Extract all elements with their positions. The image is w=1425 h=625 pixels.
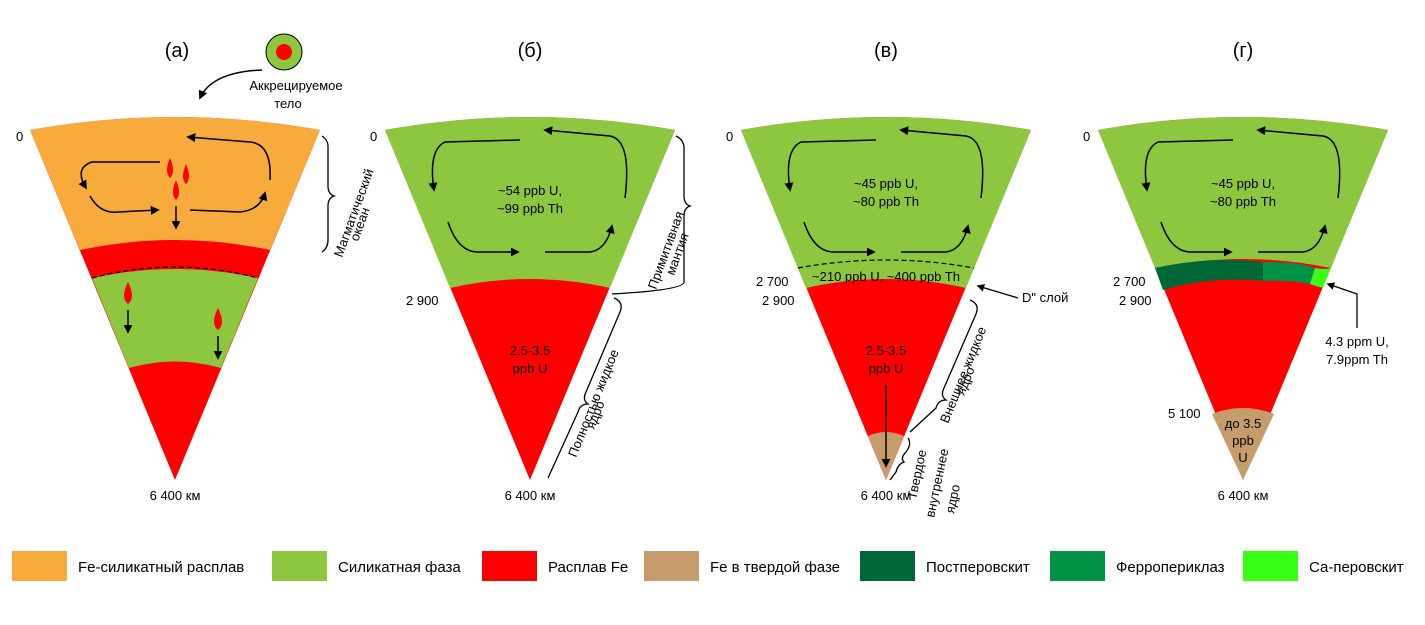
legend-swatch-fe-silicate-melt [12, 551, 67, 581]
inner-core-text-3: U [1238, 450, 1247, 465]
outer-core-bracket [909, 299, 978, 433]
convection-arrow [901, 224, 971, 253]
legend-swatch-silicate-phase [272, 551, 327, 581]
fe-droplet [124, 282, 132, 304]
fe-droplet [183, 164, 189, 184]
accreting-body-label-2: тело [274, 96, 302, 111]
panel-b-title: (б) [518, 40, 543, 62]
legend-swatch-solid-fe [644, 551, 699, 581]
panel-d-title: (г) [1233, 40, 1254, 62]
depth-6400: 6 400 км [861, 488, 912, 503]
mantle-text-2: ~99 ppb Th [497, 201, 563, 216]
convection-arrow [1160, 221, 1233, 257]
dashed-boundary [91, 266, 259, 279]
convection-arrow [1258, 224, 1328, 253]
convection-arrow [784, 139, 877, 192]
mantle-bracket [611, 135, 693, 295]
convection-arrow [803, 221, 876, 257]
convection-arrow [186, 133, 271, 181]
depth-2900: 2 900 [406, 293, 439, 308]
callout-text-1: 4.3 ppm U, [1325, 334, 1389, 349]
legend-label-fe-melt: Расплав Fe [548, 559, 628, 576]
convection-arrow [1141, 139, 1234, 192]
panel-a: (а) Аккрецируемое тело Магматический оке… [16, 33, 377, 503]
panel-a-title: (а) [165, 40, 189, 62]
legend-swatch-ferropericlase [1050, 551, 1105, 581]
legend: Fe-силикатный расплав Силикатная фаза Ра… [12, 551, 1404, 581]
depth-6400: 6 400 км [505, 488, 556, 503]
mantle-text-2: ~80 ppb Th [853, 194, 919, 209]
inner-core-bracket [889, 437, 911, 481]
magma-ocean-bracket [321, 135, 337, 253]
core-text-1: 2.5-3.5 [866, 343, 906, 358]
panel-d: (г) ~45 ppb U, ~80 ppb Th до 3.5 ppb U 4… [1083, 40, 1389, 503]
depth-0: 0 [1083, 129, 1090, 144]
legend-swatch-post-perovskite [860, 551, 915, 581]
legend-label-fe-silicate-melt: Fe-силикатный расплав [78, 559, 244, 576]
d-layer-text: ~210 ppb U, ~400 ppb Th [812, 269, 960, 284]
depth-0: 0 [16, 129, 23, 144]
fe-droplet [167, 158, 173, 178]
convection-arrow [78, 161, 160, 190]
core-bracket [547, 297, 622, 479]
depth-2700: 2 700 [756, 274, 789, 289]
mantle-layer [1098, 117, 1388, 268]
panel-c-title: (в) [874, 40, 898, 62]
silicate-layer [92, 269, 258, 368]
convection-arrow [545, 224, 615, 253]
d-layer-label: D" слой [1022, 290, 1068, 305]
convection-arrow [189, 191, 268, 213]
inner-core-text-2: ppb [1232, 433, 1254, 448]
convection-arrow [447, 221, 520, 257]
accreting-body-core [276, 44, 292, 60]
mantle-text-1: ~45 ppb U, [1211, 176, 1275, 191]
d-layer-boundary [797, 259, 975, 269]
fe-droplet [214, 308, 222, 330]
d-layer-pointer [976, 284, 1019, 299]
convection-arrow [899, 126, 984, 199]
depth-2900: 2 900 [1119, 293, 1152, 308]
panel-c: (в) ~45 ppb U, ~80 ppb Th ~210 ppb U, ~4… [726, 40, 1068, 519]
ferropericlase-layer [1263, 262, 1315, 284]
legend-swatch-ca-perovskite [1243, 551, 1298, 581]
legend-label-ca-perovskite: Са-перовскит [1309, 559, 1404, 576]
mantle-text-2: ~80 ppb Th [1210, 194, 1276, 209]
legend-label-silicate-phase: Силикатная фаза [338, 559, 461, 576]
mantle-text-1: ~54 ppb U, [498, 183, 562, 198]
inner-core-text-1: до 3.5 [1225, 416, 1262, 431]
fe-droplet [173, 180, 179, 200]
depth-2700: 2 700 [1113, 274, 1146, 289]
convection-arrow [543, 126, 628, 199]
legend-swatch-fe-melt [482, 551, 537, 581]
depth-6400: 6 400 км [150, 488, 201, 503]
post-perovskite-layer [1155, 260, 1263, 290]
convection-arrow [89, 195, 160, 215]
legend-label-ferropericlase: Ферропериклаз [1116, 559, 1225, 576]
depth-0: 0 [726, 129, 733, 144]
core-text-1: 2.5-3.5 [510, 343, 550, 358]
core-text-2: ppb U [513, 361, 548, 376]
depth-0: 0 [370, 129, 377, 144]
panel-b: (б) ~54 ppb U, ~99 ppb Th 2.5-3.5 ppb U … [370, 40, 693, 503]
convection-arrow [1256, 126, 1341, 199]
ca-perovskite-pointer [1326, 282, 1358, 328]
depth-2900: 2 900 [762, 293, 795, 308]
callout-text-2: 7.9ppm Th [1326, 352, 1388, 367]
inner-core [1212, 408, 1274, 480]
legend-label-post-perovskite: Постперовскит [926, 559, 1030, 576]
core-text-2: ppb U [869, 361, 904, 376]
inner-core-label-3: ядро [942, 483, 963, 515]
ca-perovskite-layer [1310, 268, 1331, 288]
depth-5100: 5 100 [1168, 406, 1201, 421]
convection-arrow [428, 139, 521, 192]
depth-6400: 6 400 км [1218, 488, 1269, 503]
mantle-text-1: ~45 ppb U, [854, 176, 918, 191]
accretion-arrow [198, 69, 263, 100]
accreting-body-label-1: Аккрецируемое [249, 78, 342, 93]
legend-label-solid-fe: Fe в твердой фазе [710, 559, 840, 576]
